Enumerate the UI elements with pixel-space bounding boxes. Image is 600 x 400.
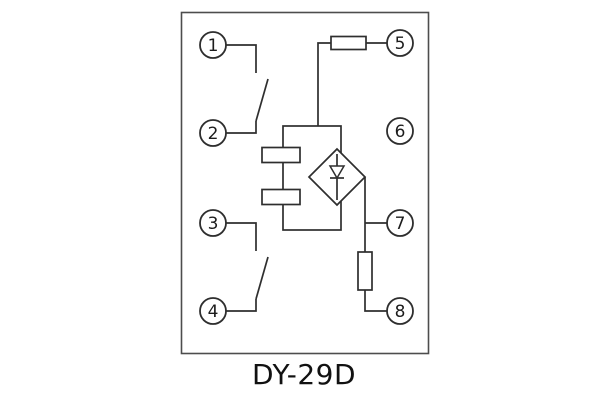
terminal-7: 7 bbox=[386, 209, 414, 237]
wire-terminal-1 bbox=[226, 44, 257, 73]
terminal-6: 6 bbox=[386, 117, 414, 145]
diode-triangle bbox=[328, 165, 346, 180]
terminal-8-circle bbox=[386, 297, 414, 325]
bridge-rectifier-diode bbox=[307, 147, 367, 207]
branch-terminal-5 bbox=[317, 35, 387, 126]
terminal-8-label: 8 bbox=[395, 302, 406, 322]
terminal-7-circle bbox=[386, 209, 414, 237]
wire-5-to-coil bbox=[317, 42, 331, 126]
terminal-5-circle bbox=[386, 29, 414, 57]
branch-terminals-7-8 bbox=[357, 177, 387, 312]
switch-blade-3-4 bbox=[255, 256, 269, 300]
terminal-2: 2 bbox=[199, 119, 227, 147]
wire-terminal-2 bbox=[226, 121, 257, 134]
terminal-1-circle bbox=[199, 31, 227, 59]
terminal-6-label: 6 bbox=[395, 122, 406, 142]
terminal-8: 8 bbox=[386, 297, 414, 325]
diagram-frame bbox=[180, 11, 430, 355]
resistor-inner-lower bbox=[261, 188, 301, 206]
terminal-6-circle bbox=[386, 117, 414, 145]
wire-terminal-4 bbox=[226, 299, 257, 312]
terminal-1-label: 1 bbox=[208, 36, 219, 56]
terminal-2-label: 2 bbox=[208, 124, 219, 144]
terminal-3-label: 3 bbox=[208, 214, 219, 234]
wire-terminal-8 bbox=[364, 290, 387, 312]
terminal-3: 3 bbox=[199, 209, 227, 237]
resistor-7-8 bbox=[357, 251, 373, 291]
resistor-terminal-5 bbox=[330, 35, 367, 51]
wire-terminal-3 bbox=[226, 222, 257, 251]
terminal-1: 1 bbox=[199, 31, 227, 59]
switch-blade-1-2 bbox=[255, 78, 269, 122]
terminal-4-circle bbox=[199, 297, 227, 325]
terminal-3-circle bbox=[199, 209, 227, 237]
terminal-7-label: 7 bbox=[395, 214, 406, 234]
terminal-4-label: 4 bbox=[208, 302, 219, 322]
contact-1-2 bbox=[226, 44, 269, 134]
resistor-inner-upper bbox=[261, 146, 301, 164]
terminal-5: 5 bbox=[386, 29, 414, 57]
terminal-5-label: 5 bbox=[395, 34, 406, 54]
diagram-title: DY-29D bbox=[252, 358, 356, 391]
terminal-2-circle bbox=[199, 119, 227, 147]
contact-3-4 bbox=[226, 222, 269, 312]
terminal-4: 4 bbox=[199, 297, 227, 325]
